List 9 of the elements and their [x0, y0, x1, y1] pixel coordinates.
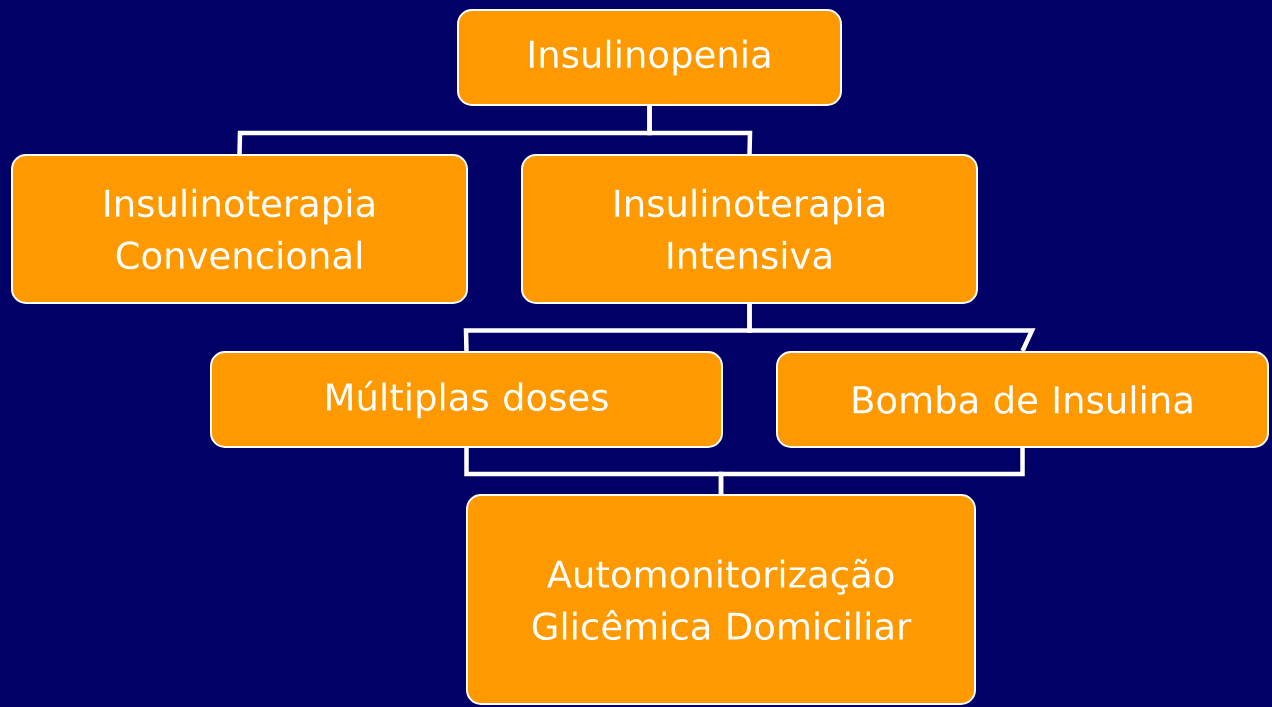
connector-line — [647, 106, 753, 155]
connector-line — [718, 448, 1025, 494]
process-box: Múltiplas doses — [210, 351, 723, 448]
process-box: Insulinoterapia Intensiva — [521, 154, 978, 304]
process-box: Insulinopenia — [457, 9, 842, 106]
process-box: Insulinoterapia Convencional — [11, 154, 468, 304]
process-box: Bomba de Insulina — [776, 351, 1269, 448]
connector-line — [747, 304, 1036, 352]
process-box: Automonitorização Glicêmica Domiciliar — [466, 494, 976, 705]
